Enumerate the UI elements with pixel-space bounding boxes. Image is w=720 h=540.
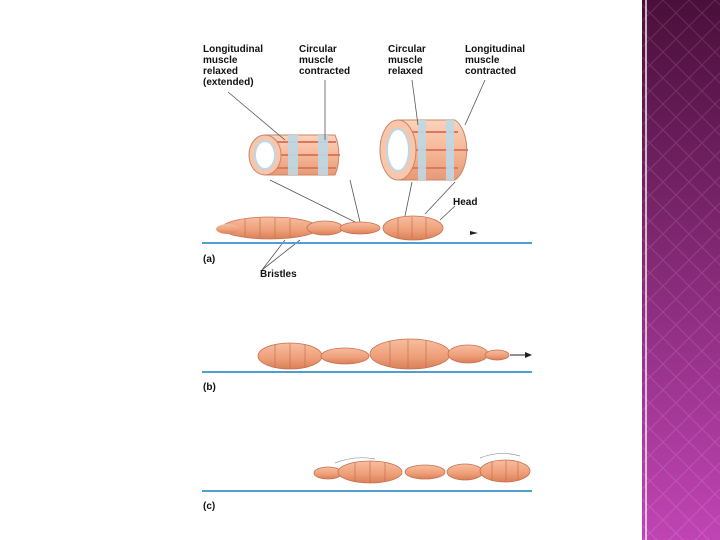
label-longitudinal-contracted: Longitudinal muscle contracted xyxy=(465,44,525,77)
panel-label-c: (c) xyxy=(203,501,215,512)
worm-b xyxy=(258,339,532,369)
label-circular-relaxed: Circular muscle relaxed xyxy=(388,44,426,77)
label-head: Head xyxy=(453,197,477,208)
muscle-tube-contracted xyxy=(380,120,468,180)
label-bristles: Bristles xyxy=(260,269,297,280)
panel-label-b: (b) xyxy=(203,382,216,393)
decorative-sidebar xyxy=(642,0,720,540)
worm-c xyxy=(314,453,530,483)
panel-label-a: (a) xyxy=(203,254,215,265)
muscle-tube-extended xyxy=(249,135,340,175)
worm-a xyxy=(216,216,478,240)
label-circular-contracted: Circular muscle contracted xyxy=(299,44,350,77)
label-longitudinal-relaxed: Longitudinal muscle relaxed (extended) xyxy=(203,44,263,88)
